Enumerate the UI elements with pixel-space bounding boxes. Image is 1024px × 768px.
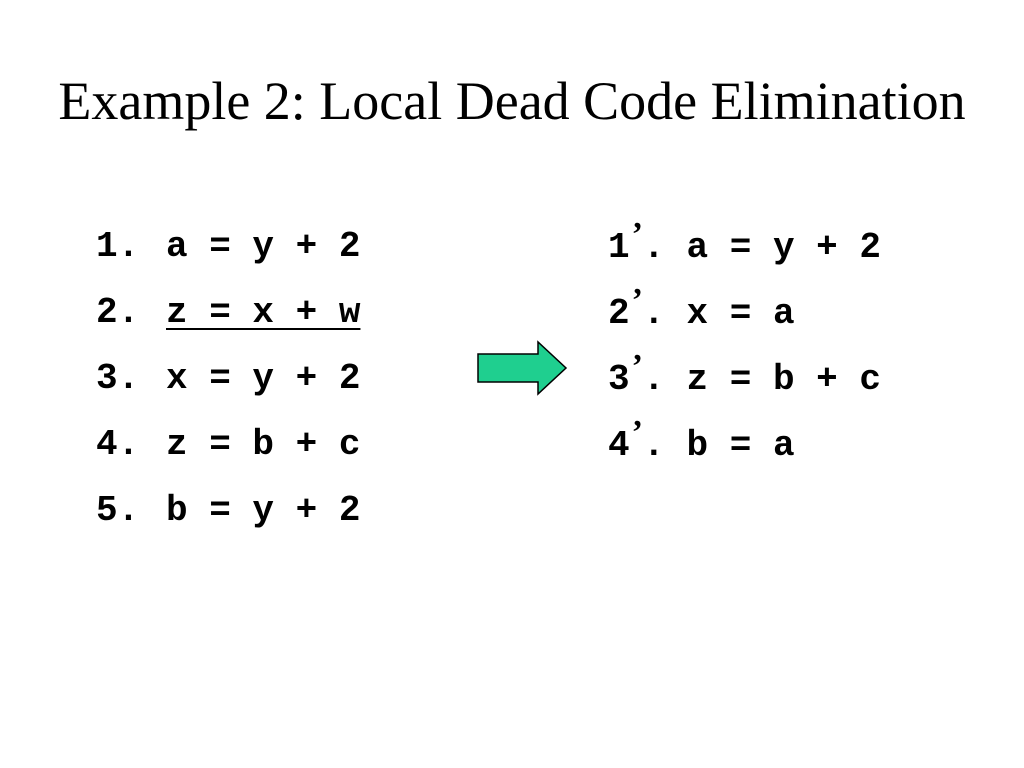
code-text: z = b + c <box>686 359 881 400</box>
prime-mark: ’ <box>631 348 643 385</box>
code-line-2: 2. z = x + w <box>96 280 360 346</box>
line-number: 1 <box>608 227 630 268</box>
code-text: a = y + 2 <box>166 226 361 267</box>
original-code-list: 1. a = y + 2 2. z = x + w 3. x = y + 2 4. z … <box>96 214 360 544</box>
prime-mark: ’ <box>631 282 643 319</box>
code-text: z = b + c <box>166 424 361 465</box>
code-text: b = a <box>686 425 795 466</box>
code-line-1-prime: 1’. a = y + 2 <box>608 214 881 280</box>
code-line-2-prime: 2’. x = a <box>608 280 881 346</box>
code-line-1: 1. a = y + 2 <box>96 214 360 280</box>
line-number-dot: . <box>642 293 665 334</box>
code-line-3: 3. x = y + 2 <box>96 346 360 412</box>
code-text: x = y + 2 <box>166 358 361 399</box>
code-line-4-prime: 4’. b = a <box>608 412 881 478</box>
prime-mark: ’ <box>631 414 643 451</box>
line-number-dot: . <box>642 359 665 400</box>
line-number: 3 <box>608 359 630 400</box>
line-number: 4. <box>96 424 140 465</box>
optimized-code-list: 1’.a = y + 2 2’.x = a 3’.z = b + c 4’.b … <box>608 214 881 478</box>
line-number-dot: . <box>642 227 665 268</box>
code-text: a = y + 2 <box>686 227 881 268</box>
code-text: b = y + 2 <box>166 490 361 531</box>
right-arrow-icon <box>477 340 568 396</box>
code-line-3-prime: 3’. z = b + c <box>608 346 881 412</box>
code-text-underlined: z = x + w <box>166 292 361 333</box>
line-number: 5. <box>96 490 140 531</box>
code-line-5: 5. b = y + 2 <box>96 478 360 544</box>
line-number: 2. <box>96 292 140 333</box>
line-number: 3. <box>96 358 140 399</box>
line-number: 2 <box>608 293 630 334</box>
code-line-4: 4. z = b + c <box>96 412 360 478</box>
line-number-dot: . <box>642 425 665 466</box>
prime-mark: ’ <box>631 216 643 253</box>
line-number: 1. <box>96 226 140 267</box>
slide-title: Example 2: Local Dead Code Elimination <box>58 71 966 131</box>
line-number: 4 <box>608 425 630 466</box>
code-text: x = a <box>686 293 795 334</box>
